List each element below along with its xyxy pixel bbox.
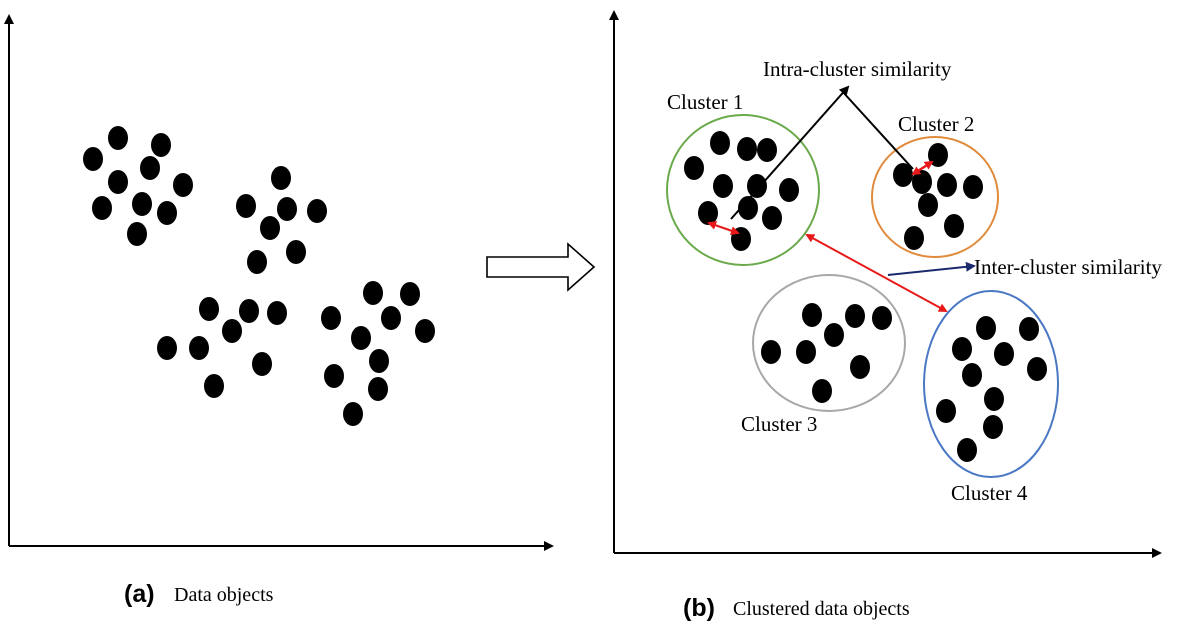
panel-b-data-point: [936, 399, 956, 423]
panel-b-data-point: [893, 163, 913, 187]
panel-a-data-point: [252, 352, 272, 376]
panel-a-caption: Data objects: [174, 584, 274, 606]
panel-a-data-point: [199, 297, 219, 321]
panel-a-data-point: [189, 336, 209, 360]
panel-b-data-point: [850, 355, 870, 379]
panel-a-data-point: [267, 301, 287, 325]
panel-b-tag: (b): [683, 594, 715, 622]
panel-b-points: [684, 131, 1047, 462]
panel-b-data-point: [757, 138, 777, 162]
panel-a-data-point: [324, 364, 344, 388]
panel-a-data-point: [173, 173, 193, 197]
cluster-4-boundary: [923, 290, 1059, 478]
panel-a-data-point: [307, 199, 327, 223]
panel-a-data-point: [381, 306, 401, 330]
panel-a-data-point: [132, 192, 152, 216]
cluster-1-label: Cluster 1: [667, 90, 743, 114]
panel-b-data-point: [994, 342, 1014, 366]
panel-b-data-point: [952, 337, 972, 361]
panel-a-data-point: [83, 147, 103, 171]
panel-b-data-point: [963, 175, 983, 199]
intra-pointer-from-cluster-2: [841, 90, 914, 170]
transition-arrow: [486, 242, 596, 292]
panel-a: (a) Data objects: [3, 14, 554, 608]
panel-a-data-point: [92, 196, 112, 220]
intra-pointer-from-cluster-1: [730, 85, 850, 220]
panel-a-tag: (a): [124, 580, 155, 608]
inter-similarity-arrow: [805, 234, 948, 312]
panel-b-data-point: [761, 340, 781, 364]
panel-a-axes: [3, 14, 554, 551]
panel-a-points: [83, 126, 435, 426]
panel-b-data-point: [738, 196, 758, 220]
panel-a-data-point: [151, 133, 171, 157]
panel-a-data-point: [222, 319, 242, 343]
panel-a-data-point: [247, 250, 267, 274]
panel-b-data-point: [824, 323, 844, 347]
intra-cluster-pointer: [730, 85, 914, 220]
panel-b-data-point: [957, 438, 977, 462]
panel-a-data-point: [363, 281, 383, 305]
inter-cluster-similarity-label: Inter-cluster similarity: [974, 255, 1162, 279]
panel-b-data-point: [976, 316, 996, 340]
panel-a-data-point: [127, 222, 147, 246]
panel-b-data-point: [802, 303, 822, 327]
panel-b-data-point: [812, 379, 832, 403]
similarity-arrows: [707, 160, 948, 312]
panel-b-data-point: [912, 170, 932, 194]
panel-b-data-point: [698, 201, 718, 225]
cluster-2-label: Cluster 2: [898, 112, 974, 136]
panel-b-data-point: [962, 363, 982, 387]
panel-a-data-point: [277, 197, 297, 221]
cluster-3-label: Cluster 3: [741, 412, 817, 436]
intra-similarity-arrow-cluster-2: [911, 160, 934, 176]
panel-b-data-point: [984, 387, 1004, 411]
panel-a-data-point: [157, 201, 177, 225]
panel-b-data-point: [710, 131, 730, 155]
panel-b-data-point: [845, 304, 865, 328]
panel-a-data-point: [351, 326, 371, 350]
panel-a-data-point: [286, 240, 306, 264]
panel-b-data-point: [944, 214, 964, 238]
panel-a-data-point: [321, 306, 341, 330]
panel-b-data-point: [904, 226, 924, 250]
panel-b-data-point: [918, 193, 938, 217]
panel-b-data-point: [684, 156, 704, 180]
panel-a-data-point: [260, 216, 280, 240]
panel-b-data-point: [1027, 357, 1047, 381]
panel-a-data-point: [369, 349, 389, 373]
panel-b-axes: [609, 10, 1162, 558]
panel-b-data-point: [872, 306, 892, 330]
panel-a-data-point: [400, 282, 420, 306]
panel-a-data-point: [108, 126, 128, 150]
cluster-4-label: Cluster 4: [951, 481, 1028, 505]
panel-a-data-point: [368, 377, 388, 401]
panel-b-data-point: [983, 415, 1003, 439]
panel-a-data-point: [271, 166, 291, 190]
panel-b-caption: Clustered data objects: [733, 598, 910, 620]
cluster-1-boundary: [666, 114, 820, 266]
panel-b-data-point: [762, 206, 782, 230]
panel-a-data-point: [157, 336, 177, 360]
panel-a-data-point: [236, 194, 256, 218]
panel-b-data-point: [747, 174, 767, 198]
panel-b-data-point: [937, 173, 957, 197]
panel-b-data-point: [737, 137, 757, 161]
intra-cluster-similarity-label: Intra-cluster similarity: [763, 57, 952, 81]
panel-a-data-point: [343, 402, 363, 426]
panel-b-data-point: [713, 174, 733, 198]
panel-b-data-point: [1019, 317, 1039, 341]
panel-a-data-point: [108, 170, 128, 194]
panel-a-data-point: [204, 374, 224, 398]
panel-a-data-point: [415, 319, 435, 343]
panel-a-data-point: [239, 299, 259, 323]
panel-b-data-point: [796, 340, 816, 364]
panel-a-data-point: [140, 156, 160, 180]
intra-similarity-arrow-cluster-1: [707, 221, 740, 235]
panel-b: Cluster 1 Cluster 2 Cluster 3 Cluster 4 …: [609, 10, 1162, 622]
panel-b-data-point: [779, 178, 799, 202]
inter-cluster-pointer: [887, 261, 976, 276]
